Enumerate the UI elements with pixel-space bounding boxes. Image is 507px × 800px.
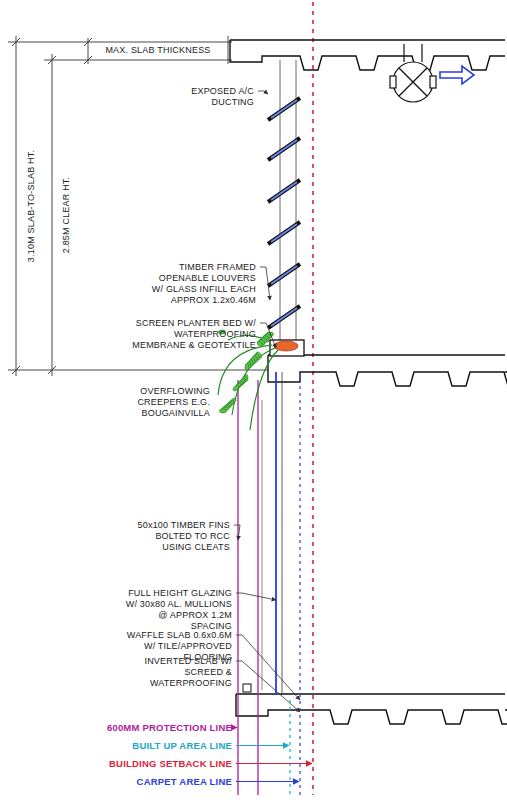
leader-line xyxy=(260,267,270,300)
waffle-slab xyxy=(236,694,507,724)
callout-note: SCREEN PLANTER BED W/ WATERPROOFING MEMB… xyxy=(128,318,256,351)
louver xyxy=(268,306,300,328)
louver-glass xyxy=(271,100,297,118)
pointer-arrow xyxy=(236,745,289,746)
leader-line xyxy=(234,525,240,540)
leader-line xyxy=(258,91,268,94)
leader-line xyxy=(236,593,276,600)
line-label: BUILDING SETBACK LINE xyxy=(96,758,232,769)
line-label: CARPET AREA LINE xyxy=(96,776,232,787)
dimension-label: 2.85M CLEAR HT. xyxy=(61,140,72,290)
pointer-arrow xyxy=(236,763,312,764)
creeper xyxy=(218,345,272,395)
louver-glass xyxy=(271,224,297,242)
waffle-slab xyxy=(268,355,507,386)
louver-glass xyxy=(271,308,297,326)
louver xyxy=(268,180,300,202)
creeper xyxy=(232,348,275,415)
louver xyxy=(268,138,300,160)
callout-note: MAX. SLAB THICKNESS xyxy=(92,45,224,56)
pointer-arrow xyxy=(236,781,299,782)
leader-line xyxy=(260,323,276,348)
line-label: 600MM PROTECTION LINE xyxy=(96,722,232,733)
leaf xyxy=(256,340,264,348)
leaf xyxy=(232,384,240,392)
callout-note: 50x100 TIMBER FINS BOLTED TO RCC USING C… xyxy=(128,520,230,553)
louver xyxy=(268,98,300,120)
louver-glass xyxy=(271,266,297,284)
leader-line xyxy=(236,635,300,700)
callout-note: FULL HEIGHT GLAZING W/ 30x80 AL. MULLION… xyxy=(120,588,232,632)
callout-note: TIMBER FRAMED OPENABLE LOUVERS W/ GLASS … xyxy=(148,262,256,306)
pointer-arrow xyxy=(236,727,237,728)
louver xyxy=(268,222,300,244)
louver xyxy=(268,264,300,286)
callout-note: OVERFLOWING CREEPERS E.G. BOUGAINVILLA xyxy=(120,386,210,419)
dimension-label: 3.10M SLAB-TO-SLAB HT. xyxy=(26,131,37,281)
creeper xyxy=(250,350,278,430)
louver-glass xyxy=(271,140,297,158)
callout-note: INVERTED SLAB W/ SCREED & WATERPROOFING xyxy=(120,656,232,689)
louver-glass xyxy=(271,182,297,200)
leaf xyxy=(219,409,226,413)
line-label: BUILT UP AREA LINE xyxy=(96,740,232,751)
leaf xyxy=(245,363,250,370)
leader-line xyxy=(236,661,300,712)
waffle-slab xyxy=(230,40,505,70)
callout-note: EXPOSED A/C DUCTING xyxy=(150,86,254,108)
